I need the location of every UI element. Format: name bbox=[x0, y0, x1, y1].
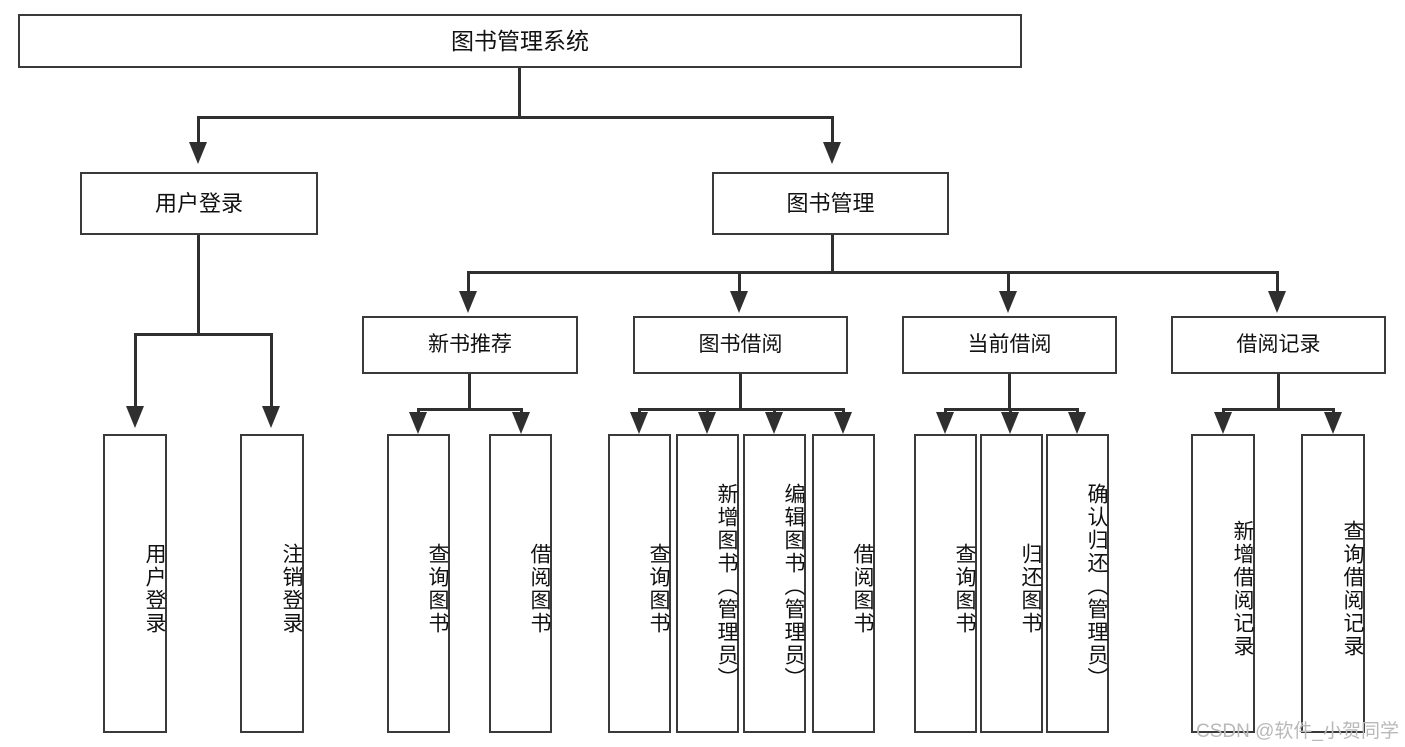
connector-bm-to-book-borrow bbox=[738, 271, 741, 293]
arrowhead-bb-to-leaf-1 bbox=[630, 412, 648, 434]
connector-book-management-stem bbox=[831, 235, 834, 273]
arrowhead-bm-to-book-borrow bbox=[730, 291, 748, 313]
node-label: 图书管理系统 bbox=[451, 27, 589, 54]
node-book-management[interactable]: 图书管理 bbox=[712, 172, 949, 235]
node-leaf-query-record[interactable]: 查询借阅记录 bbox=[1301, 434, 1365, 733]
node-user-login[interactable]: 用户登录 bbox=[80, 172, 318, 235]
connector-user-login-to-leaf-2 bbox=[270, 333, 273, 408]
connector-borrow-record-bus bbox=[1222, 408, 1335, 411]
node-label: 借阅图书 bbox=[528, 542, 551, 635]
arrowhead-cb-to-leaf-3 bbox=[1068, 412, 1086, 434]
arrowhead-bb-to-leaf-3 bbox=[765, 412, 783, 434]
node-book-management-system[interactable]: 图书管理系统 bbox=[18, 14, 1022, 68]
connector-book-borrow-bus bbox=[638, 408, 845, 411]
connector-bm-to-current-borrow bbox=[1007, 271, 1010, 293]
node-leaf-query-book-1[interactable]: 查询图书 bbox=[387, 434, 450, 733]
arrowhead-bb-to-leaf-2 bbox=[698, 412, 716, 434]
node-leaf-edit-book[interactable]: 编辑图书（管理员） bbox=[743, 434, 806, 733]
arrowhead-user-login-to-leaf-1 bbox=[126, 406, 144, 428]
node-label: 借阅记录 bbox=[1236, 332, 1321, 356]
node-label: 新书推荐 bbox=[428, 332, 512, 356]
node-label: 用户登录 bbox=[154, 190, 243, 216]
node-label: 查询图书 bbox=[426, 542, 449, 635]
node-label: 新增图书（管理员） bbox=[715, 483, 738, 690]
node-leaf-query-book-2[interactable]: 查询图书 bbox=[608, 434, 671, 733]
arrowhead-bm-to-new-book-recommend bbox=[459, 291, 477, 313]
node-label: 归还图书 bbox=[1019, 542, 1042, 635]
arrowhead-user-login-to-leaf-2 bbox=[262, 406, 280, 428]
node-label: 图书借阅 bbox=[698, 332, 783, 356]
connector-bm-to-borrow-record bbox=[1276, 271, 1279, 293]
connector-root-to-book-management bbox=[831, 116, 834, 144]
arrowhead-nbr-to-leaf-1 bbox=[409, 412, 427, 434]
node-label: 新增借阅记录 bbox=[1231, 519, 1254, 658]
connector-new-book-recommend-bus bbox=[417, 408, 523, 411]
arrowhead-nbr-to-leaf-2 bbox=[512, 412, 530, 434]
connector-current-borrow-stem bbox=[1008, 374, 1011, 410]
node-leaf-borrow-book-2[interactable]: 借阅图书 bbox=[812, 434, 875, 733]
node-label: 借阅图书 bbox=[851, 542, 874, 635]
connector-root-stem bbox=[518, 68, 521, 118]
node-leaf-confirm-return[interactable]: 确认归还（管理员） bbox=[1046, 434, 1109, 733]
node-leaf-query-book-3[interactable]: 查询图书 bbox=[914, 434, 977, 733]
node-label: 图书管理 bbox=[786, 190, 875, 216]
node-new-book-recommend[interactable]: 新书推荐 bbox=[362, 316, 578, 374]
connector-bm-to-new-book-recommend bbox=[467, 271, 470, 293]
connector-root-to-user-login bbox=[197, 116, 200, 144]
node-leaf-user-logout[interactable]: 注销登录 bbox=[240, 434, 304, 733]
node-current-borrow[interactable]: 当前借阅 bbox=[902, 316, 1117, 374]
arrowhead-cb-to-leaf-2 bbox=[1001, 412, 1019, 434]
connector-user-login-to-leaf-1 bbox=[134, 333, 137, 408]
node-label: 用户登录 bbox=[143, 542, 166, 635]
node-leaf-borrow-book-1[interactable]: 借阅图书 bbox=[489, 434, 552, 733]
node-label: 查询图书 bbox=[953, 542, 976, 635]
arrowhead-br-to-leaf-1 bbox=[1214, 412, 1232, 434]
arrowhead-br-to-leaf-2 bbox=[1324, 412, 1342, 434]
connector-book-management-bus bbox=[467, 271, 1279, 274]
arrowhead-cb-to-leaf-1 bbox=[936, 412, 954, 434]
connector-new-book-recommend-stem bbox=[468, 374, 471, 410]
connector-root-bus bbox=[197, 116, 834, 119]
node-label: 查询借阅记录 bbox=[1341, 519, 1364, 658]
node-book-borrow[interactable]: 图书借阅 bbox=[633, 316, 848, 374]
arrowhead-bb-to-leaf-4 bbox=[834, 412, 852, 434]
connector-book-borrow-stem bbox=[739, 374, 742, 410]
arrowhead-root-to-book-management bbox=[823, 142, 841, 164]
node-leaf-add-record[interactable]: 新增借阅记录 bbox=[1191, 434, 1255, 733]
node-label: 注销登录 bbox=[280, 542, 303, 635]
node-leaf-add-book[interactable]: 新增图书（管理员） bbox=[676, 434, 739, 733]
connector-user-login-stem bbox=[197, 235, 200, 335]
connector-borrow-record-stem bbox=[1277, 374, 1280, 410]
node-label: 编辑图书（管理员） bbox=[782, 483, 805, 690]
node-label: 当前借阅 bbox=[967, 332, 1052, 356]
arrowhead-root-to-user-login bbox=[189, 142, 207, 164]
node-label: 确认归还（管理员） bbox=[1085, 483, 1108, 690]
node-leaf-user-login[interactable]: 用户登录 bbox=[103, 434, 167, 733]
node-borrow-record[interactable]: 借阅记录 bbox=[1171, 316, 1386, 374]
connector-user-login-bus bbox=[134, 333, 273, 336]
arrowhead-bm-to-current-borrow bbox=[999, 291, 1017, 313]
node-label: 查询图书 bbox=[647, 542, 670, 635]
arrowhead-bm-to-borrow-record bbox=[1268, 291, 1286, 313]
node-leaf-return-book[interactable]: 归还图书 bbox=[980, 434, 1043, 733]
